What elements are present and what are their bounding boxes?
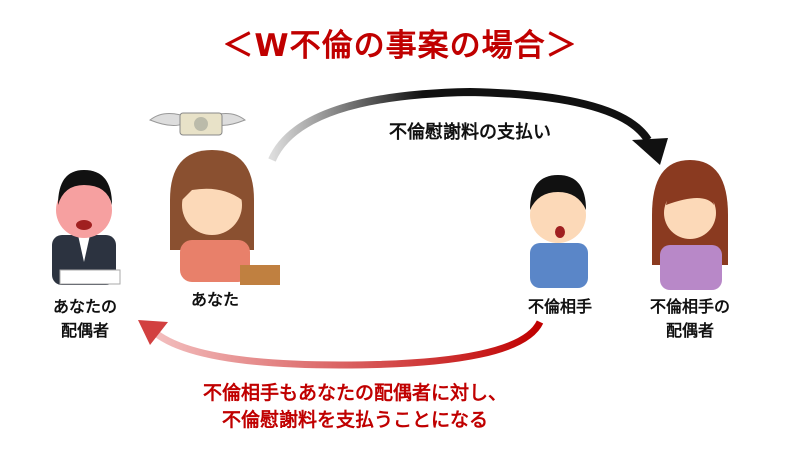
- note-line2: 不倫慰謝料を支払うことになる: [221, 409, 488, 431]
- partner-label: 不倫相手: [527, 297, 592, 316]
- payment-arrowhead: [632, 138, 668, 165]
- return-arrow: [149, 320, 544, 369]
- payment-arrow: [268, 87, 652, 162]
- your-spouse-label: あなたの 配偶者: [35, 295, 135, 343]
- you-label: あなた: [190, 290, 239, 309]
- partner-spouse-illustration: [652, 160, 728, 290]
- you-illustration: [170, 150, 280, 285]
- partner-spouse-label-line2: 配偶者: [665, 321, 714, 340]
- partner-spouse-label: 不倫相手の 配偶者: [630, 295, 750, 343]
- your-spouse-label-line1: あなたの: [52, 297, 117, 316]
- page-title: ＜W不倫の事案の場合＞: [222, 28, 578, 64]
- note-line1: 不倫相手もあなたの配偶者に対し、: [202, 382, 507, 404]
- partner-spouse-label-line1: 不倫相手の: [649, 297, 730, 316]
- return-arrowhead: [138, 320, 168, 345]
- partner-illustration: [530, 175, 588, 288]
- your-spouse-illustration: [52, 170, 121, 285]
- payment-label: 不倫慰謝料の支払い: [389, 122, 551, 143]
- note-text: 不倫相手もあなたの配偶者に対し、 不倫慰謝料を支払うことになる: [150, 380, 560, 434]
- flying-money-icon: [149, 112, 246, 136]
- your-spouse-label-line2: 配偶者: [60, 321, 109, 340]
